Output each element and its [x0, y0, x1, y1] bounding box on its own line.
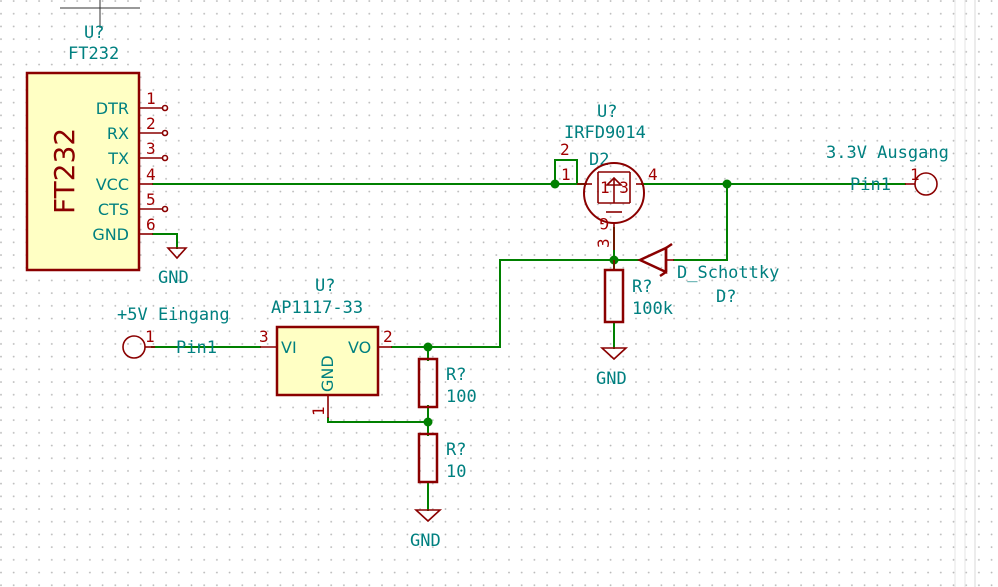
ft232-component[interactable]: U? FT232 FT232 1 2 3 4 5 6 DTR RX TX VCC…	[25, 23, 169, 272]
mosfet-value: IRFD9014	[564, 123, 646, 143]
mosfet-pin-number: 2	[560, 140, 570, 159]
schottky-diode[interactable]: D_Schottky D?	[637, 242, 779, 307]
ft232-ref: U?	[84, 23, 104, 43]
ft232-pin-number: 4	[146, 165, 156, 184]
regulator-pin-vi: VI	[281, 338, 297, 357]
ft232-pin-name: RX	[107, 124, 129, 143]
input-connector-pin-number: 1	[145, 327, 155, 346]
resistor-ref: R?	[446, 440, 466, 460]
resistor-ref: R?	[446, 365, 466, 385]
resistor-ref: R?	[632, 277, 652, 297]
mosfet-component[interactable]: U? IRFD9014 D2 1 3 G 2 1 4 3	[560, 102, 658, 250]
ft232-body-label: FT232	[48, 128, 81, 214]
regulator-pin-vo: VO	[348, 338, 371, 357]
output-connector-circle	[914, 172, 938, 196]
regulator-value: AP1117-33	[271, 298, 363, 318]
resistor-body	[417, 432, 439, 484]
resistor-value: 100	[446, 387, 477, 407]
regulator-pin-number: 2	[383, 327, 393, 346]
ft232-pin-name: GND	[92, 225, 129, 244]
diode-value: D_Schottky	[677, 263, 779, 283]
ft232-pins	[139, 104, 169, 235]
gnd-symbol-mosfet[interactable]: GND	[596, 347, 629, 389]
output-connector-label: 3.3V Ausgang	[826, 143, 949, 163]
ft232-pin-number: 2	[146, 114, 156, 133]
mosfet-ref: U?	[597, 102, 617, 122]
ft232-pin-number: 3	[146, 139, 156, 158]
output-connector-pin-number: 1	[910, 165, 920, 184]
junction-dot	[423, 342, 433, 352]
input-connector-pin-name: Pin1	[176, 338, 217, 358]
junction-dot	[423, 417, 433, 427]
output-connector-pin-name: Pin1	[850, 175, 891, 195]
junction-dot	[722, 179, 732, 189]
output-connector[interactable]: 3.3V Ausgang Pin1 1	[826, 143, 949, 196]
resistor-value: 10	[446, 462, 466, 482]
diode-ref: D?	[716, 287, 736, 307]
sheet-border	[60, 0, 976, 587]
mosfet-gate-label: G	[599, 214, 609, 233]
ft232-body	[25, 71, 141, 272]
ft232-pin-name: CTS	[98, 200, 129, 219]
resistor-body	[603, 268, 625, 324]
resistor-value: 100k	[632, 299, 673, 319]
ft232-pin-number: 6	[146, 215, 156, 234]
gnd-label: GND	[158, 268, 189, 288]
resistor-body	[417, 357, 439, 409]
resistor-100k[interactable]: R? 100k	[603, 260, 673, 324]
gnd-symbol-regulator[interactable]: GND	[410, 509, 443, 551]
mosfet-pin-number: 1	[561, 165, 571, 184]
mosfet-pin-number: 4	[648, 165, 658, 184]
regulator-component[interactable]: U? AP1117-33 VI VO GND 3 2 1	[259, 276, 393, 418]
mosfet-pin-number: 3	[594, 238, 613, 248]
regulator-pin-gnd: GND	[318, 355, 337, 392]
resistor-100[interactable]: R? 100	[417, 357, 477, 409]
ft232-pin-number: 5	[146, 190, 156, 209]
regulator-pin-number: 1	[309, 406, 328, 416]
ft232-pin-name: DTR	[96, 99, 129, 118]
junction-dot	[550, 179, 560, 189]
ft232-pin-name: TX	[107, 149, 129, 168]
gnd-label: GND	[410, 531, 441, 551]
input-connector-label: +5V Eingang	[117, 305, 230, 325]
regulator-body	[275, 325, 380, 397]
ft232-pin-number: 1	[146, 89, 156, 108]
regulator-pin-number: 3	[259, 327, 269, 346]
mosfet-inner-label: 1 3	[600, 178, 629, 197]
gnd-label: GND	[596, 369, 627, 389]
input-connector[interactable]: +5V Eingang 1 Pin1	[117, 305, 230, 359]
ft232-pin-name: VCC	[96, 175, 129, 194]
ft232-value: FT232	[68, 44, 119, 64]
regulator-ref: U?	[315, 276, 335, 296]
resistor-10[interactable]: R? 10	[417, 432, 466, 484]
gnd-symbol-ft232[interactable]: GND	[158, 247, 189, 288]
